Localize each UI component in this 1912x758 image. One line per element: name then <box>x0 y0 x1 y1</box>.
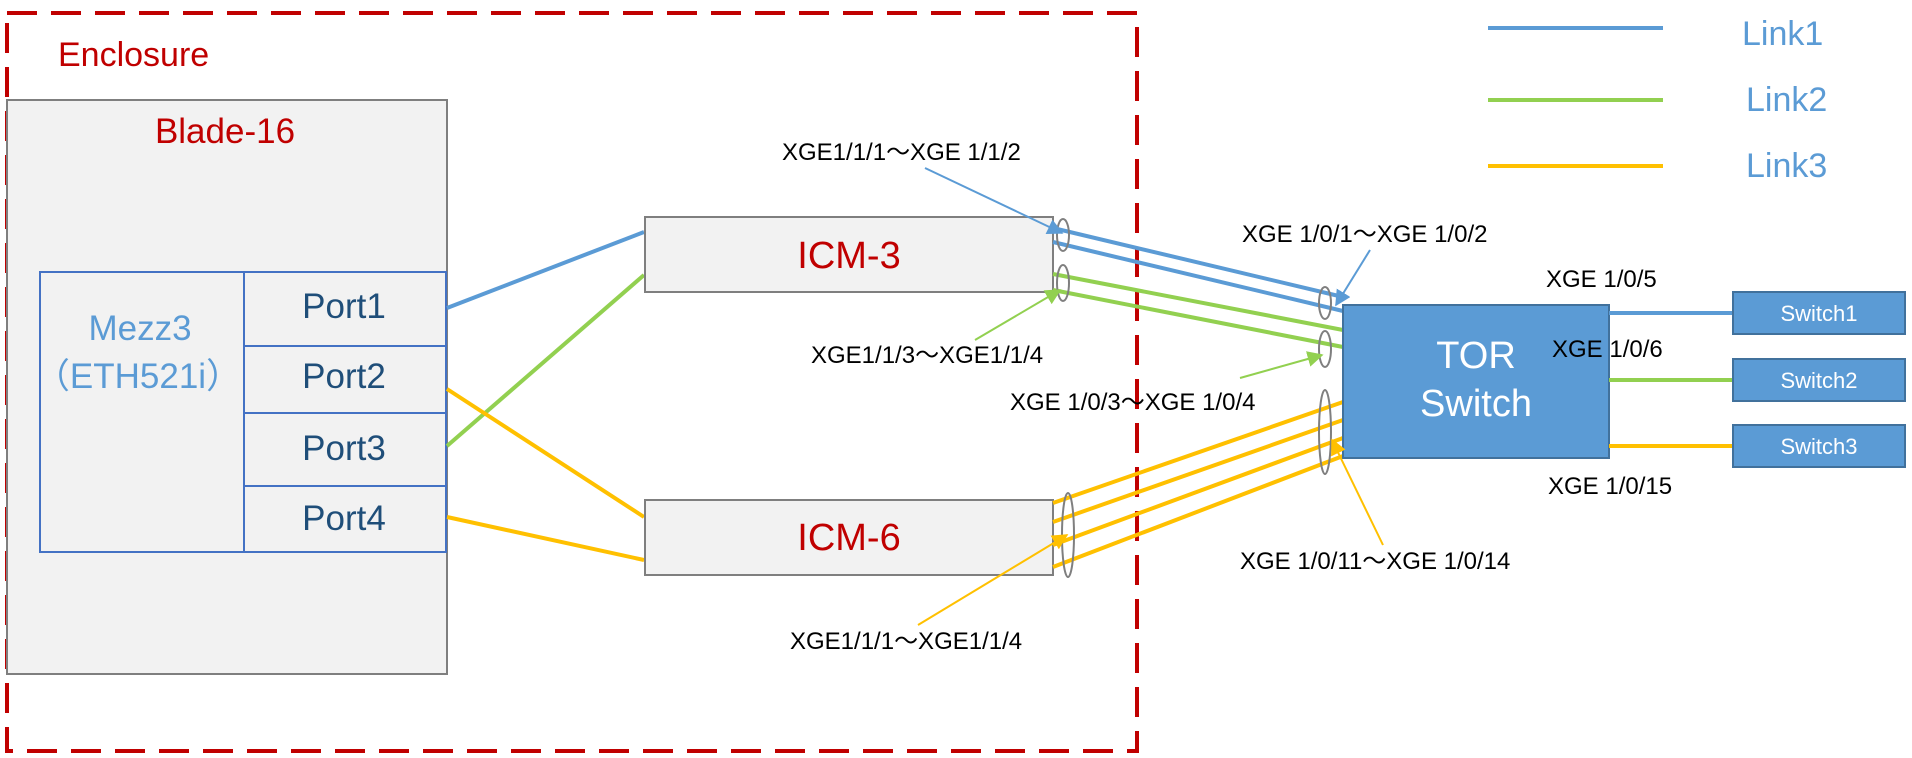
annotation-tor-bottom: XGE 1/0/11～XGE 1/0/14 <box>1240 548 1510 575</box>
tor-switch-box <box>1342 304 1610 459</box>
enclosure-label: Enclosure <box>58 36 209 74</box>
link1-icm3-tor-a <box>1052 226 1344 299</box>
blade-label: Blade-16 <box>155 112 295 151</box>
switch1-box <box>1732 291 1906 335</box>
switch3-label: Switch3 <box>1780 434 1857 459</box>
icm3-box <box>644 216 1054 293</box>
bundle-icm3-link2 <box>1056 264 1070 302</box>
switch2-label: Switch2 <box>1780 368 1857 393</box>
tor-switch-line2: Switch <box>1420 383 1532 425</box>
annotation-switch1-port: XGE 1/0/5 <box>1546 266 1657 293</box>
arrow-tor-bottom <box>1331 438 1384 546</box>
annotation-tor-top: XGE 1/0/1～XGE 1/0/2 <box>1242 221 1487 248</box>
link3-port4-icm6 <box>446 515 645 562</box>
legend-link2-label: Link2 <box>1746 81 1827 119</box>
annotation-tor-mid: XGE 1/0/3～XGE 1/0/4 <box>1010 389 1255 416</box>
port3-label: Port3 <box>302 429 386 468</box>
port2-label: Port2 <box>302 357 386 396</box>
annotation-icm6-bottom: XGE1/1/1～XGE1/1/4 <box>790 628 1022 655</box>
link2-port3-icm3 <box>445 273 646 448</box>
annotation-switch2-port: XGE 1/0/6 <box>1552 336 1663 363</box>
link1-icm3-tor-b <box>1052 240 1344 313</box>
port4-label: Port4 <box>302 499 386 538</box>
link3-icm6-tor-a <box>1052 400 1344 505</box>
legend-link3-label: Link3 <box>1746 147 1827 185</box>
tor-switch-line1: TOR <box>1436 335 1516 377</box>
icm3-label: ICM-3 <box>797 235 900 277</box>
icm6-box <box>644 499 1054 576</box>
switch1-label: Switch1 <box>1780 301 1857 326</box>
bundle-icm6-link3 <box>1061 492 1075 578</box>
mezz-model: （ETH521i） <box>35 357 241 396</box>
arrow-icm3-top <box>924 167 1064 235</box>
arrow-icm3-bottom <box>974 289 1062 341</box>
link2-icm3-tor-a <box>1052 272 1344 332</box>
link3-icm6-tor-d <box>1052 454 1344 569</box>
legend-link1-label: Link1 <box>1742 15 1823 53</box>
bundle-tor-link1 <box>1318 286 1332 320</box>
arrow-icm6-bottom <box>917 534 1069 626</box>
switch3-box <box>1732 424 1906 468</box>
link1-port1-icm3 <box>446 230 645 310</box>
link3-icm6-tor-b <box>1052 418 1344 524</box>
switch2-box <box>1732 358 1906 402</box>
annotation-icm3-top: XGE1/1/1～XGE 1/1/2 <box>782 139 1021 166</box>
link2-icm3-tor-b <box>1052 288 1344 349</box>
link3-port2-icm6 <box>445 387 646 519</box>
icm6-label: ICM-6 <box>797 517 900 559</box>
arrow-tor-top <box>1335 249 1371 307</box>
bundle-tor-link3 <box>1318 389 1332 475</box>
arrow-tor-mid <box>1239 351 1324 379</box>
annotation-icm3-bottom: XGE1/1/3～XGE1/1/4 <box>811 342 1043 369</box>
link3-icm6-tor-c <box>1052 436 1344 547</box>
bundle-tor-link2 <box>1318 330 1332 368</box>
annotation-switch3-port: XGE 1/0/15 <box>1548 473 1672 500</box>
bundle-icm3-link1 <box>1056 218 1070 252</box>
port1-label: Port1 <box>302 287 386 326</box>
mezz-name: Mezz3 <box>88 309 191 348</box>
